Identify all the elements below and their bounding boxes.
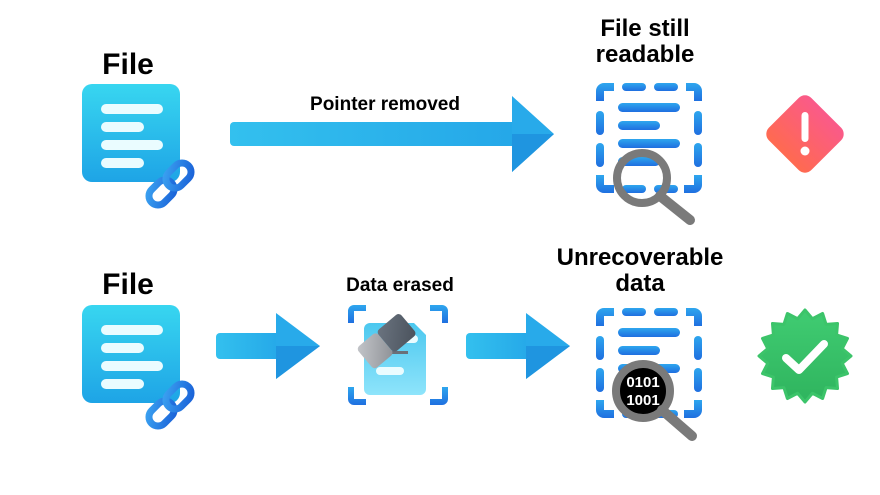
short-arrow-right-icon-1	[216, 313, 320, 379]
data-erased-label: Data erased	[346, 275, 454, 296]
unrecoverable-data-label: Unrecoverable data	[540, 246, 740, 296]
file-label-top: File	[102, 48, 154, 81]
result-label-line-1: File still	[600, 15, 690, 42]
long-arrow-right-icon	[230, 96, 554, 172]
result-label-line-1: Unrecoverable	[556, 244, 724, 271]
file-with-link-icon-bottom	[82, 305, 212, 435]
binary-magnifier-icon: 0101 1001	[612, 360, 697, 441]
verified-check-badge-icon	[757, 308, 853, 404]
result-label-line-2: readable	[595, 41, 695, 68]
result-label-line-2: data	[615, 270, 665, 297]
eraser-document-icon	[348, 305, 448, 405]
magnifier-icon-top	[613, 149, 695, 225]
file-label-bottom: File	[102, 268, 154, 301]
pointer-removed-label: Pointer removed	[310, 94, 460, 115]
short-arrow-right-icon-2	[466, 313, 570, 379]
file-with-link-icon-top	[82, 84, 212, 214]
binary-line-2: 1001	[626, 392, 659, 409]
file-still-readable-label: File still readable	[570, 17, 720, 67]
warning-diamond-icon	[766, 95, 844, 173]
binary-line-1: 0101	[626, 374, 659, 391]
